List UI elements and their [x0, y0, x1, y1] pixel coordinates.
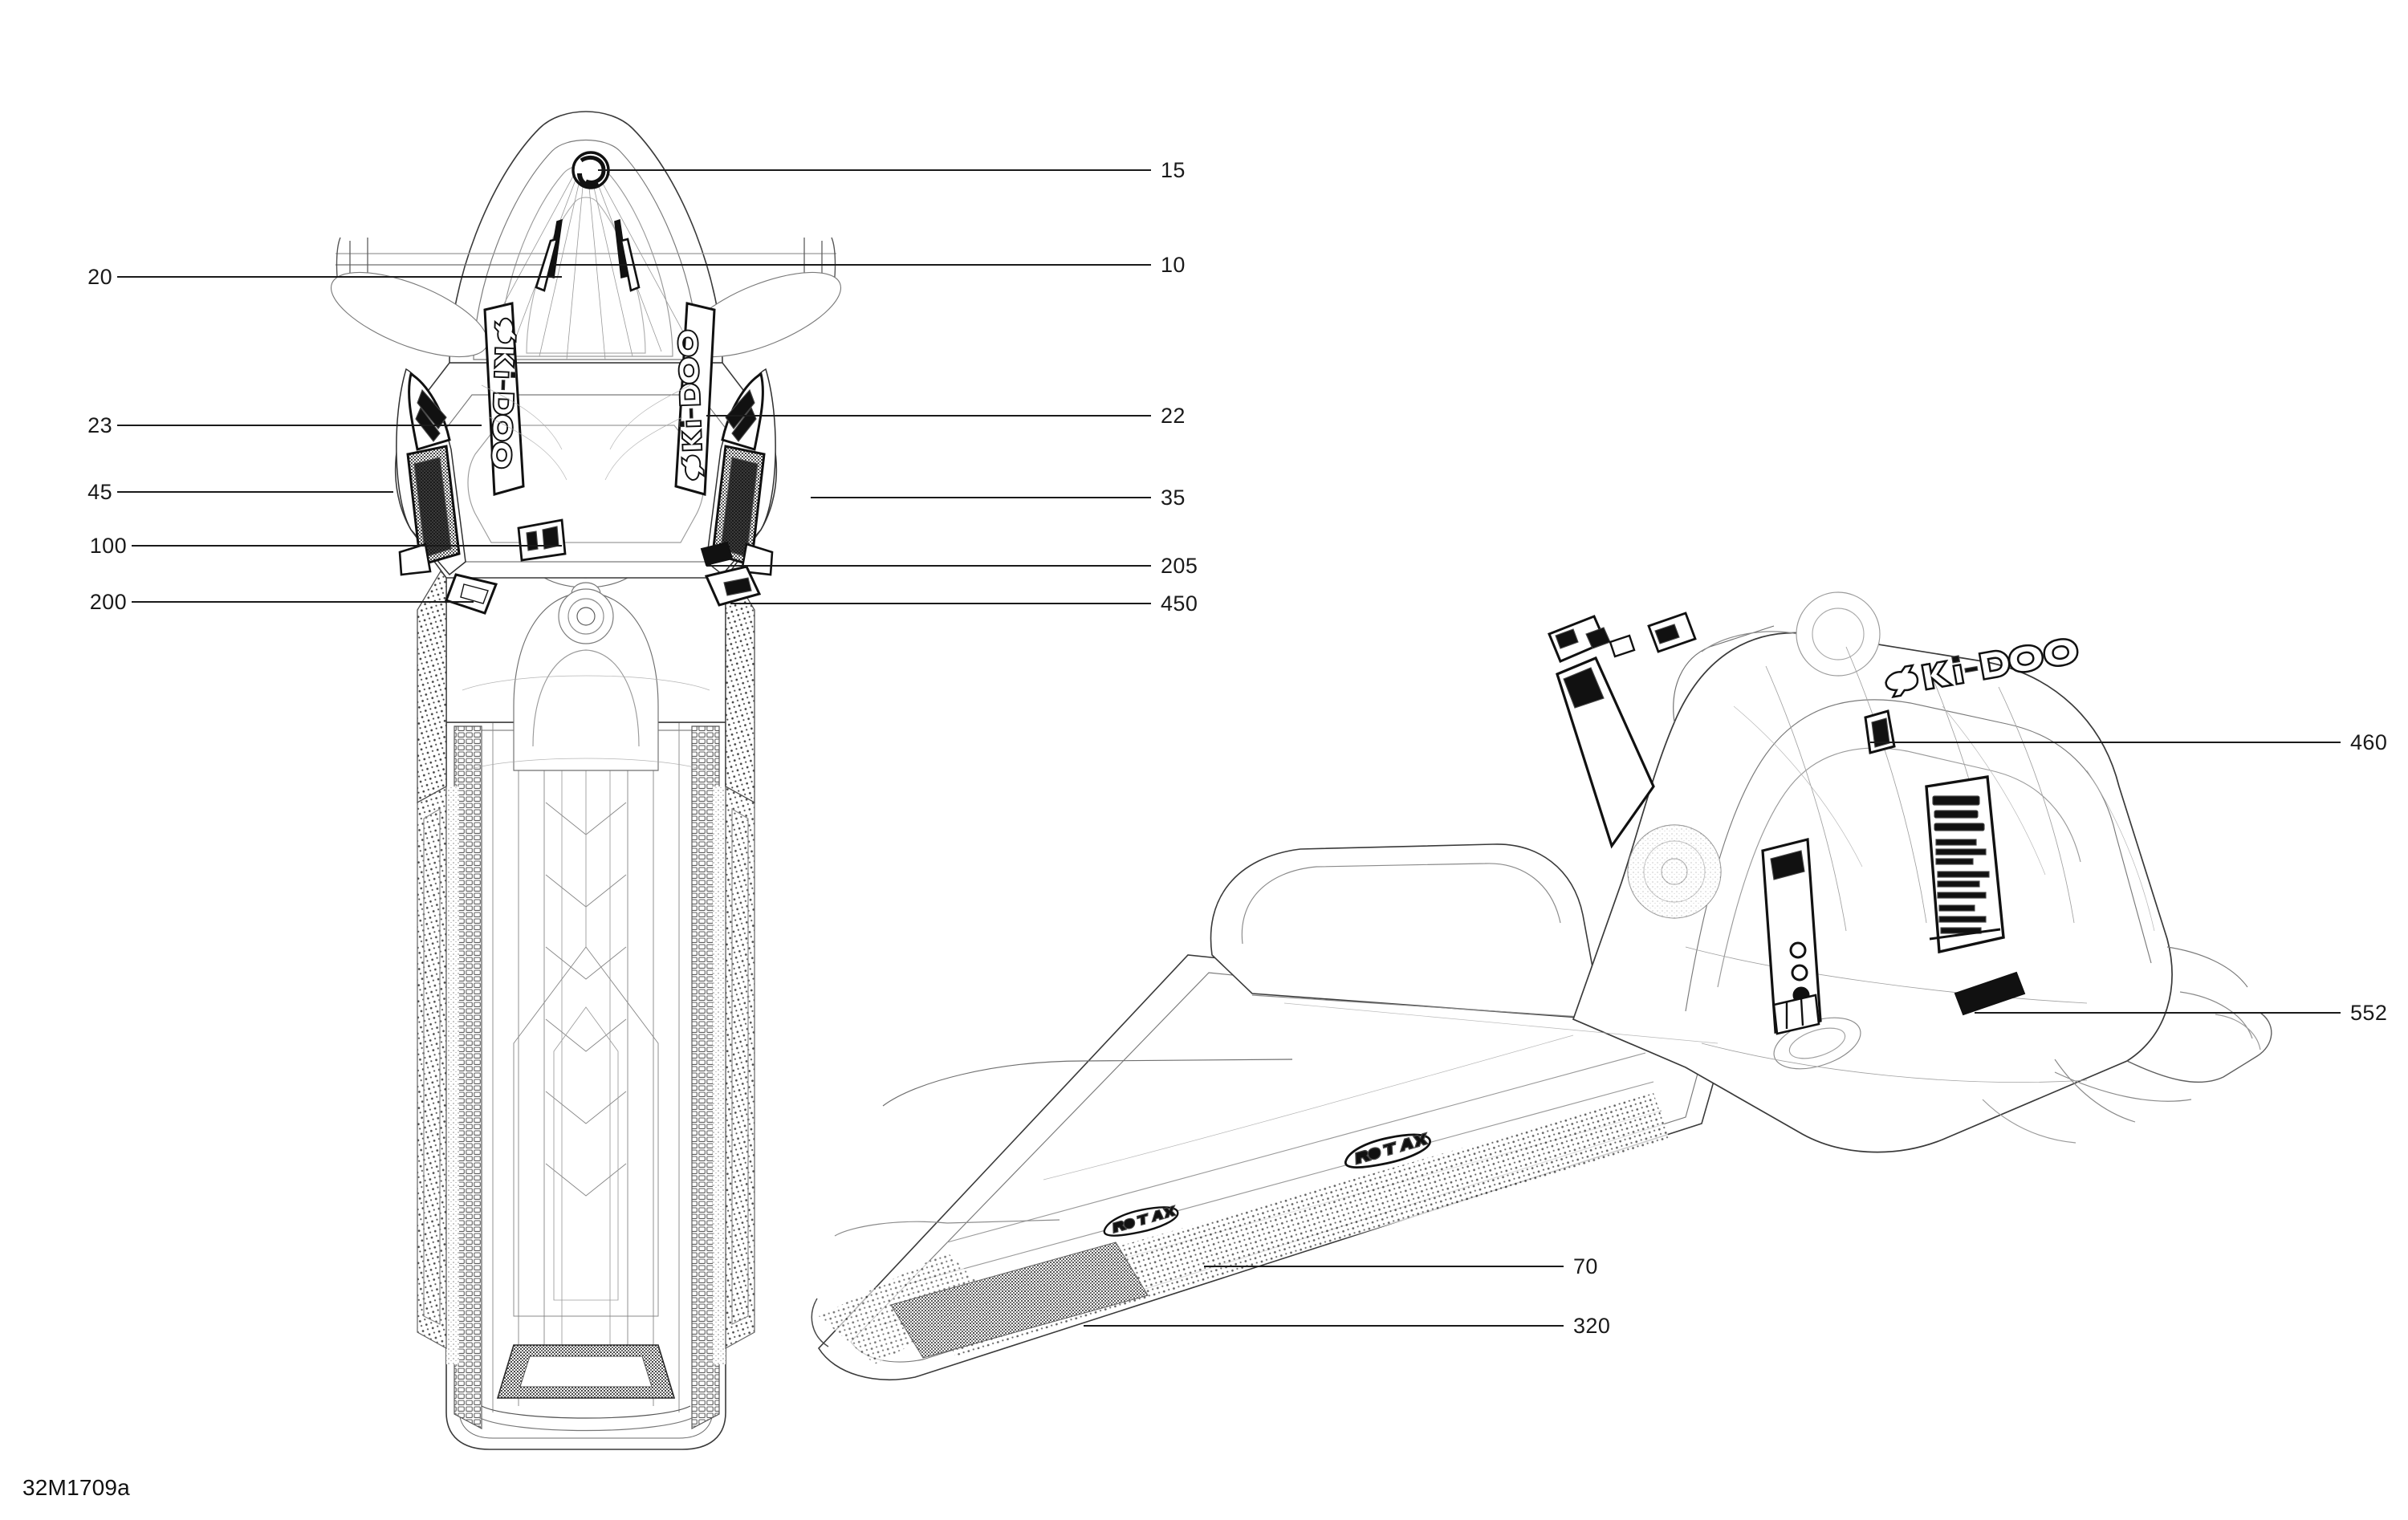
leader-lines	[117, 169, 2341, 1327]
decal-side-panel-tall	[1761, 837, 1822, 1035]
decal-45-rocker-stripe-left	[398, 445, 461, 576]
decal-205-running-board-right	[700, 541, 734, 567]
callout-15[interactable]: 15	[1161, 158, 1186, 182]
decal-552-warning-label	[1925, 775, 2026, 1016]
callout-70[interactable]: 70	[1573, 1254, 1598, 1278]
callout-552[interactable]: 552	[2350, 1001, 2388, 1025]
callout-20[interactable]: 20	[87, 265, 112, 289]
callout-45[interactable]: 45	[87, 480, 112, 504]
callout-450[interactable]: 450	[1161, 591, 1198, 616]
decal-rocker-stripe-right	[711, 445, 774, 576]
decal-450-running-board-right	[704, 565, 762, 607]
diagram-id-label: 32M1709a	[22, 1475, 130, 1500]
decal-200-running-board-left	[445, 573, 498, 615]
callout-22[interactable]: 22	[1161, 404, 1186, 428]
callout-200[interactable]: 200	[89, 590, 127, 614]
snowmobile-right-side-view	[811, 591, 2272, 1380]
callout-205[interactable]: 205	[1161, 554, 1198, 578]
decal-100-console	[517, 518, 567, 562]
decal-10-hood-accent	[535, 218, 641, 292]
decal-35-lower-panel-graphic-right	[721, 372, 764, 451]
callout-320[interactable]: 320	[1573, 1314, 1611, 1338]
callout-100[interactable]: 100	[89, 534, 127, 558]
decal-20-side-panel-skidoo-left	[483, 302, 525, 496]
callout-10[interactable]: 10	[1161, 253, 1186, 277]
snowmobile-top-view	[330, 111, 842, 1450]
decal-lower-hood-panel	[1556, 656, 1655, 849]
callout-35[interactable]: 35	[1161, 486, 1186, 510]
decal-hood-edge-tabs	[1548, 612, 1697, 663]
decal-15-cap-roundel	[571, 151, 610, 189]
callout-23[interactable]: 23	[87, 413, 112, 437]
decal-22-side-panel-skidoo-right	[674, 302, 716, 496]
callout-460[interactable]: 460	[2350, 730, 2388, 754]
